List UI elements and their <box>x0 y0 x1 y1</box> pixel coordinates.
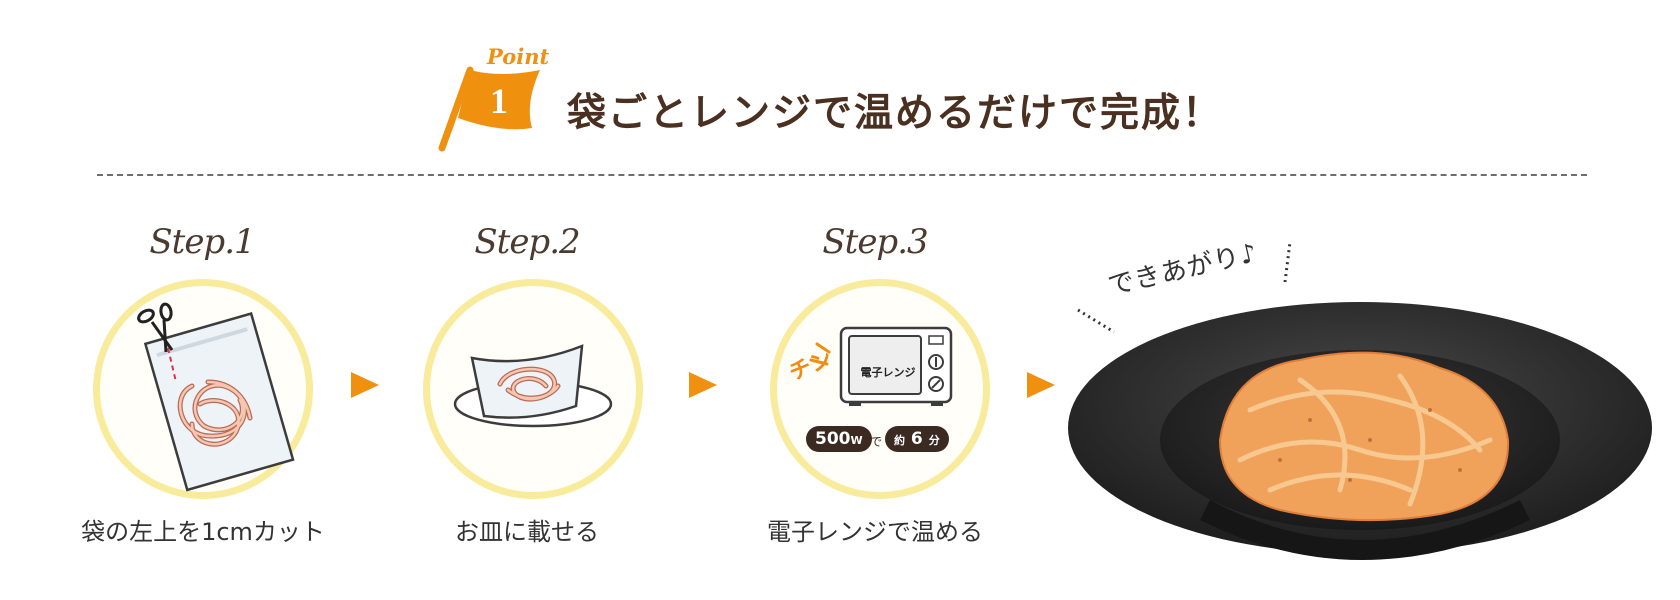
time-prefix: 約 <box>894 434 905 447</box>
arrow-right-icon <box>1027 372 1055 398</box>
plate-bag-icon <box>453 344 613 428</box>
time-unit: 分 <box>928 434 940 447</box>
watt-badge: 500W <box>806 426 872 452</box>
time-badge: 約 6 分 <box>885 426 949 452</box>
watt-value: 500 <box>815 429 851 449</box>
step-2-caption: お皿に載せる <box>455 518 599 546</box>
arrow-right-icon <box>689 372 717 398</box>
scissors-bag-icon <box>137 302 295 492</box>
time-value: 6 <box>910 429 923 449</box>
point-flag-icon <box>438 66 540 152</box>
microwave-display: 電子レンジ <box>860 366 916 379</box>
step-1-circle <box>93 279 313 499</box>
step-1-label: Step.1 <box>149 222 255 262</box>
step-2-label: Step.2 <box>474 222 580 262</box>
point-number: 1 <box>490 81 508 121</box>
connector-text: で <box>870 435 883 449</box>
step-1-caption: 袋の左上を1cmカット <box>81 518 325 546</box>
step-3-circle: 電子レンジ <box>770 279 990 499</box>
sparkle-dots-icon <box>1077 241 1292 334</box>
step-3-caption: 電子レンジで温める <box>767 518 983 546</box>
step-2-circle <box>423 279 643 499</box>
arrow-right-icon <box>351 372 379 398</box>
point-label: Point <box>487 44 550 69</box>
dashed-divider <box>97 174 1587 176</box>
watt-unit: W <box>850 434 863 447</box>
page-title: 袋ごとレンジで温めるだけで完成！ <box>567 90 1224 136</box>
pasta-bowl-image <box>1068 302 1652 560</box>
microwave-icon <box>809 326 953 406</box>
step-3-label: Step.3 <box>822 222 928 262</box>
